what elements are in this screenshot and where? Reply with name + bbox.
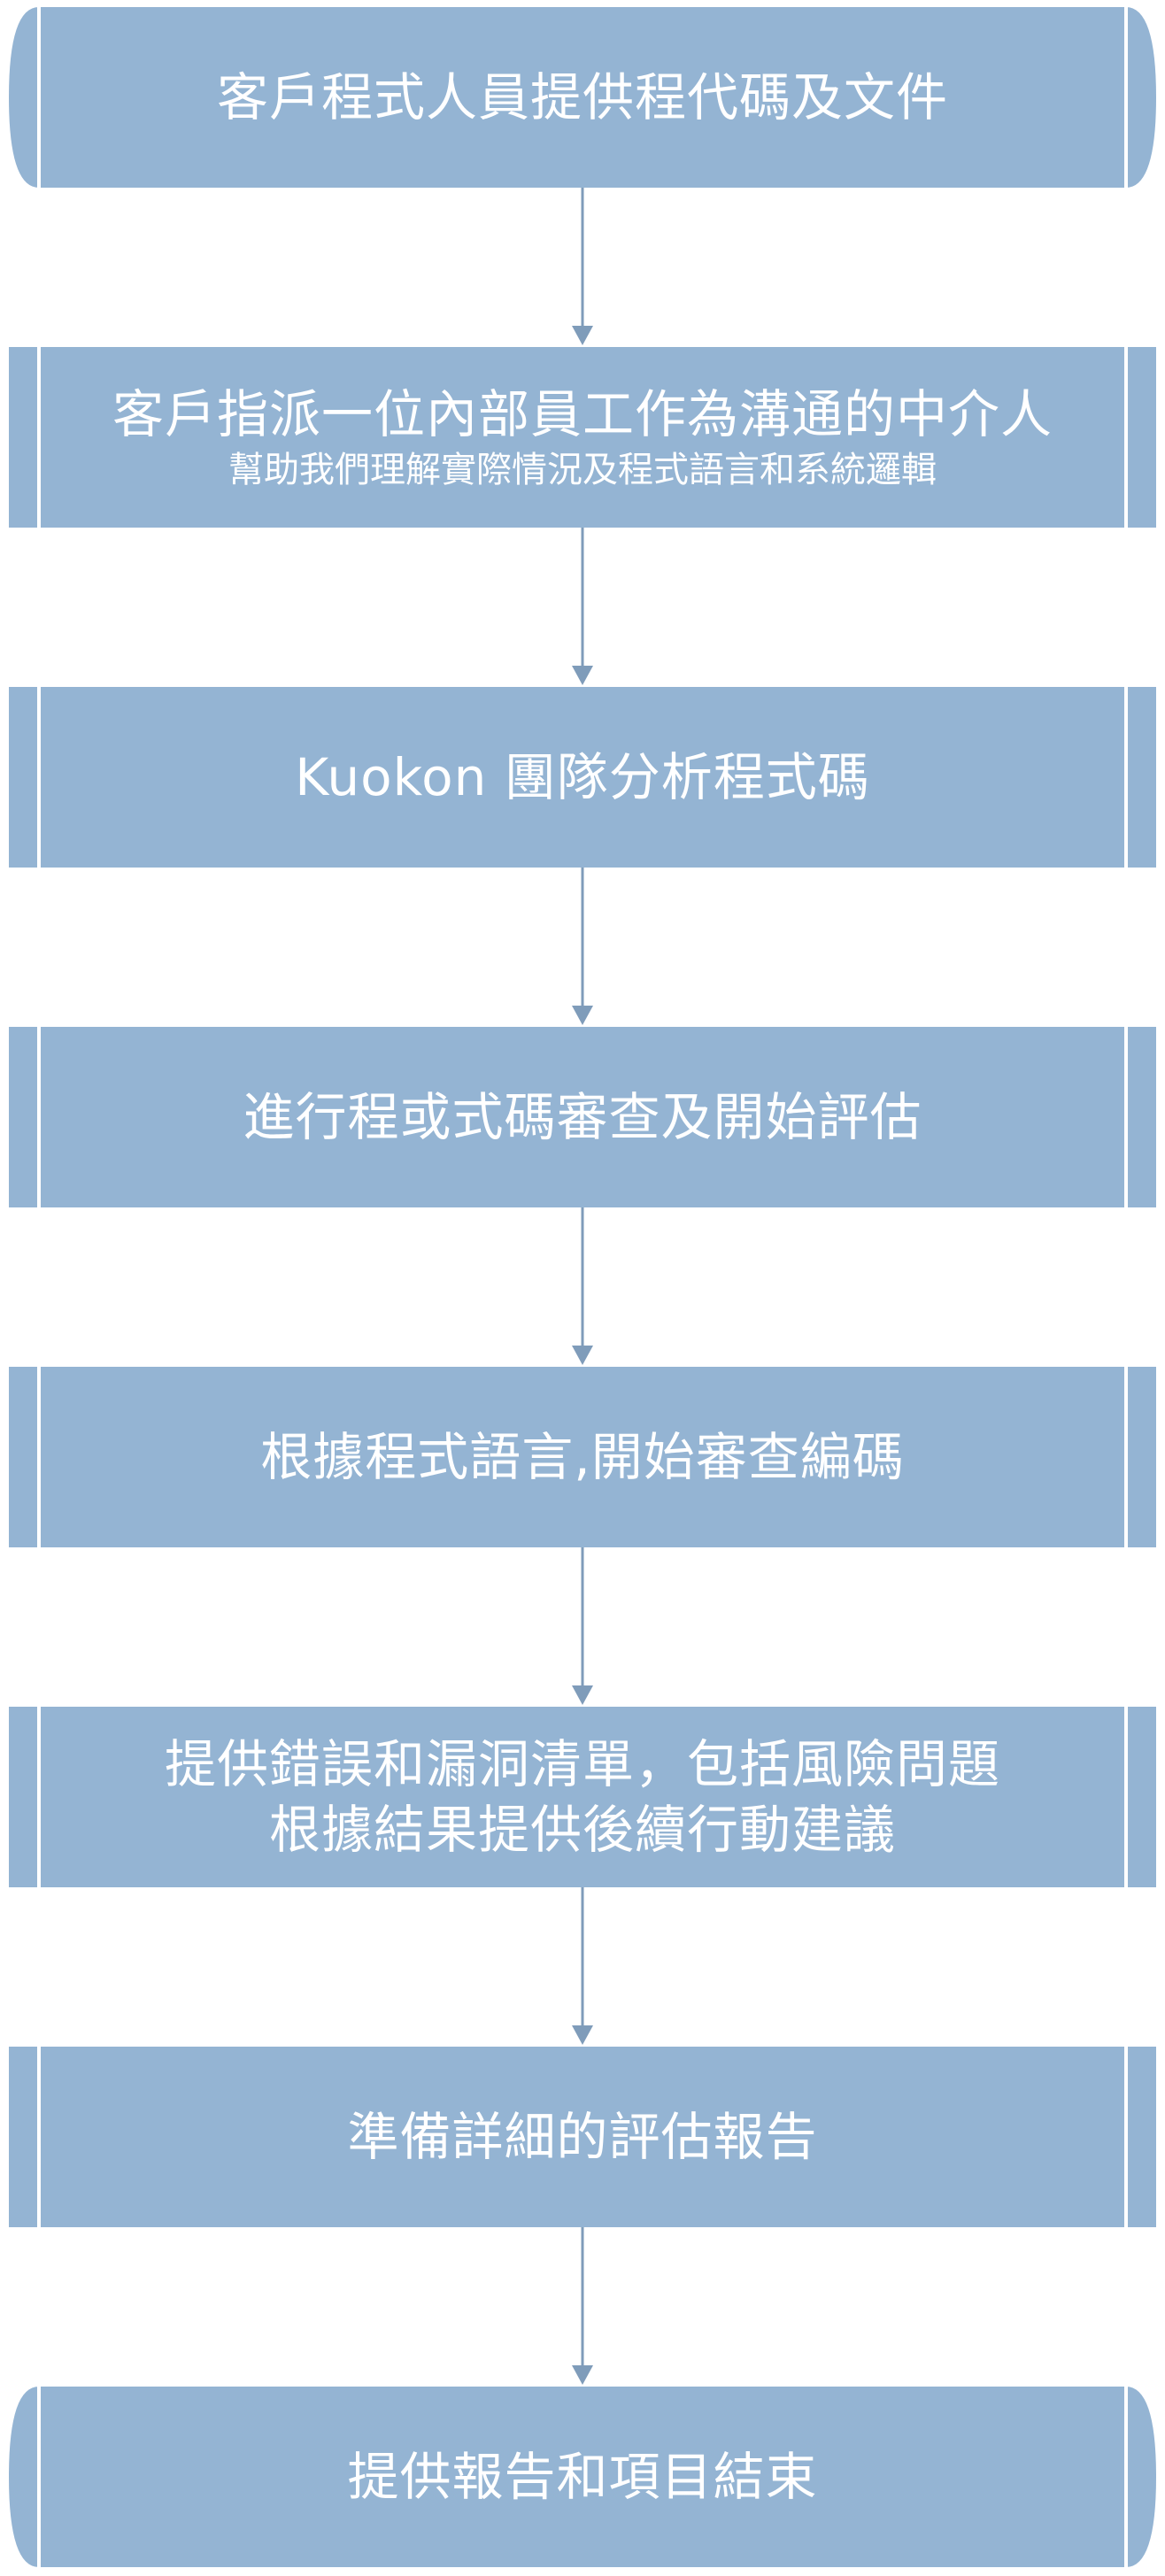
connector-arrowhead-5 [572, 1685, 593, 1705]
connector-arrowhead-4 [572, 1346, 593, 1365]
terminal-node-1 [9, 7, 1156, 188]
process-node-2 [9, 347, 1156, 528]
process-node-4 [9, 1027, 1156, 1207]
connector-arrowhead-6 [572, 2025, 593, 2045]
process-node-3 [9, 687, 1156, 868]
terminal-node-8 [9, 2387, 1156, 2567]
process-node-6 [9, 1707, 1156, 1887]
connector-arrowhead-3 [572, 1006, 593, 1025]
connector-arrowhead-1 [572, 326, 593, 345]
process-node-5 [9, 1367, 1156, 1547]
process-node-7 [9, 2047, 1156, 2227]
connector-arrowhead-7 [572, 2365, 593, 2385]
connector-arrowhead-2 [572, 666, 593, 685]
